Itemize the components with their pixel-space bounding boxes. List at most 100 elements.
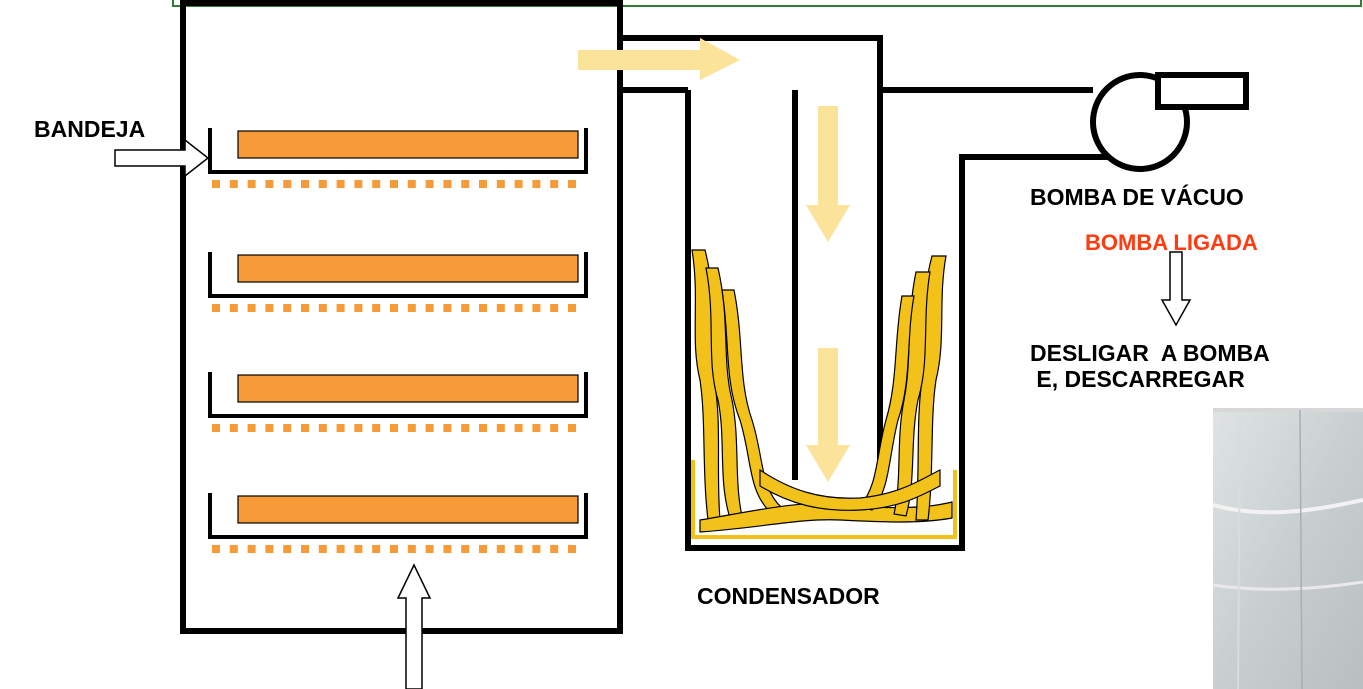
heater-dot xyxy=(461,304,469,312)
heater-dot xyxy=(479,180,487,188)
pump-status-label: BOMBA LIGADA xyxy=(1085,232,1258,254)
heater-dot xyxy=(479,545,487,553)
heater-dot xyxy=(248,424,256,432)
heater-dot xyxy=(265,304,273,312)
vapor-flow-arrow-down-1 xyxy=(806,106,850,242)
heater-dot xyxy=(568,304,576,312)
heater-dot xyxy=(354,180,362,188)
heater-dot xyxy=(301,304,309,312)
tray-product-4 xyxy=(238,496,578,523)
heater-dot xyxy=(283,304,291,312)
heater-dot xyxy=(532,180,540,188)
action-line-2: E, DESCARREGAR xyxy=(1030,366,1270,392)
heater-dot xyxy=(248,304,256,312)
heater-dot xyxy=(426,545,434,553)
heater-dot xyxy=(319,545,327,553)
photo-fragment xyxy=(1213,410,1363,689)
heater-dot xyxy=(568,180,576,188)
heater-dot xyxy=(390,304,398,312)
heater-dot xyxy=(443,304,451,312)
heater-dot xyxy=(408,304,416,312)
heater-dot xyxy=(550,180,558,188)
heater-dot xyxy=(515,545,523,553)
heater-dot xyxy=(354,545,362,553)
heater-dot xyxy=(461,424,469,432)
heater-dot xyxy=(550,545,558,553)
heater-dot xyxy=(443,424,451,432)
heater-dot xyxy=(550,424,558,432)
heater-dot xyxy=(301,424,309,432)
heater-dot xyxy=(265,180,273,188)
bandeja-label: BANDEJA xyxy=(34,118,145,141)
vapor-flow-arrow-right xyxy=(578,38,740,80)
heater-dot xyxy=(515,424,523,432)
heater-dot xyxy=(497,424,505,432)
heater-dot xyxy=(515,180,523,188)
heater-dot xyxy=(426,424,434,432)
heater-dot xyxy=(550,304,558,312)
heater-dot xyxy=(408,180,416,188)
heater-dot xyxy=(532,304,540,312)
heater-dot xyxy=(408,424,416,432)
heat-input-arrow xyxy=(398,565,430,689)
action-line-1: DESLIGAR A BOMBA xyxy=(1030,340,1270,366)
tray-product-3 xyxy=(238,375,578,402)
heater-dot xyxy=(372,180,380,188)
heater-dot xyxy=(337,180,345,188)
heater-dot xyxy=(230,545,238,553)
heater-dot xyxy=(319,424,327,432)
heater-dot xyxy=(372,304,380,312)
heater-dot xyxy=(283,180,291,188)
vacuum-pump-label: BOMBA DE VÁCUO xyxy=(1030,186,1244,209)
heater-dot xyxy=(301,545,309,553)
heater-dot xyxy=(568,424,576,432)
heater-dot xyxy=(248,180,256,188)
heater-dot xyxy=(265,424,273,432)
heater-dot xyxy=(390,180,398,188)
heater-dot xyxy=(212,545,220,553)
heater-dot xyxy=(461,180,469,188)
heater-dot xyxy=(283,545,291,553)
heater-dot xyxy=(265,545,273,553)
heater-dot xyxy=(426,180,434,188)
heater-dot xyxy=(212,304,220,312)
heater-dot xyxy=(443,180,451,188)
heater-dot xyxy=(230,304,238,312)
heater-dot xyxy=(390,424,398,432)
heater-dot xyxy=(532,424,540,432)
heater-dot xyxy=(568,545,576,553)
heater-dot xyxy=(301,180,309,188)
heater-dot xyxy=(319,304,327,312)
action-arrow-down xyxy=(1162,252,1190,325)
heater-dot xyxy=(497,180,505,188)
heater-dot xyxy=(372,545,380,553)
heater-dot xyxy=(354,304,362,312)
heater-dot xyxy=(461,545,469,553)
heater-dot xyxy=(443,545,451,553)
heater-dot xyxy=(248,545,256,553)
trays xyxy=(210,128,586,553)
heater-dot xyxy=(479,424,487,432)
action-instruction: DESLIGAR A BOMBA E, DESCARREGAR xyxy=(1030,340,1270,393)
heater-dot xyxy=(212,180,220,188)
heater-dot xyxy=(497,545,505,553)
heater-dot xyxy=(497,304,505,312)
vacuum-pump xyxy=(1093,75,1246,169)
tray-product-1 xyxy=(238,131,578,158)
heater-dot xyxy=(319,180,327,188)
heater-dot xyxy=(230,424,238,432)
heater-dot xyxy=(532,545,540,553)
heater-dot xyxy=(479,304,487,312)
heater-dot xyxy=(337,424,345,432)
heater-dot xyxy=(337,545,345,553)
heater-dot xyxy=(515,304,523,312)
vapor-flow-arrow-down-2 xyxy=(806,348,850,482)
heater-dot xyxy=(408,545,416,553)
heater-dot xyxy=(372,424,380,432)
heater-dot xyxy=(426,304,434,312)
heater-dot xyxy=(354,424,362,432)
heater-dot xyxy=(230,180,238,188)
heater-dot xyxy=(390,545,398,553)
condenser-label: CONDENSADOR xyxy=(697,585,880,608)
